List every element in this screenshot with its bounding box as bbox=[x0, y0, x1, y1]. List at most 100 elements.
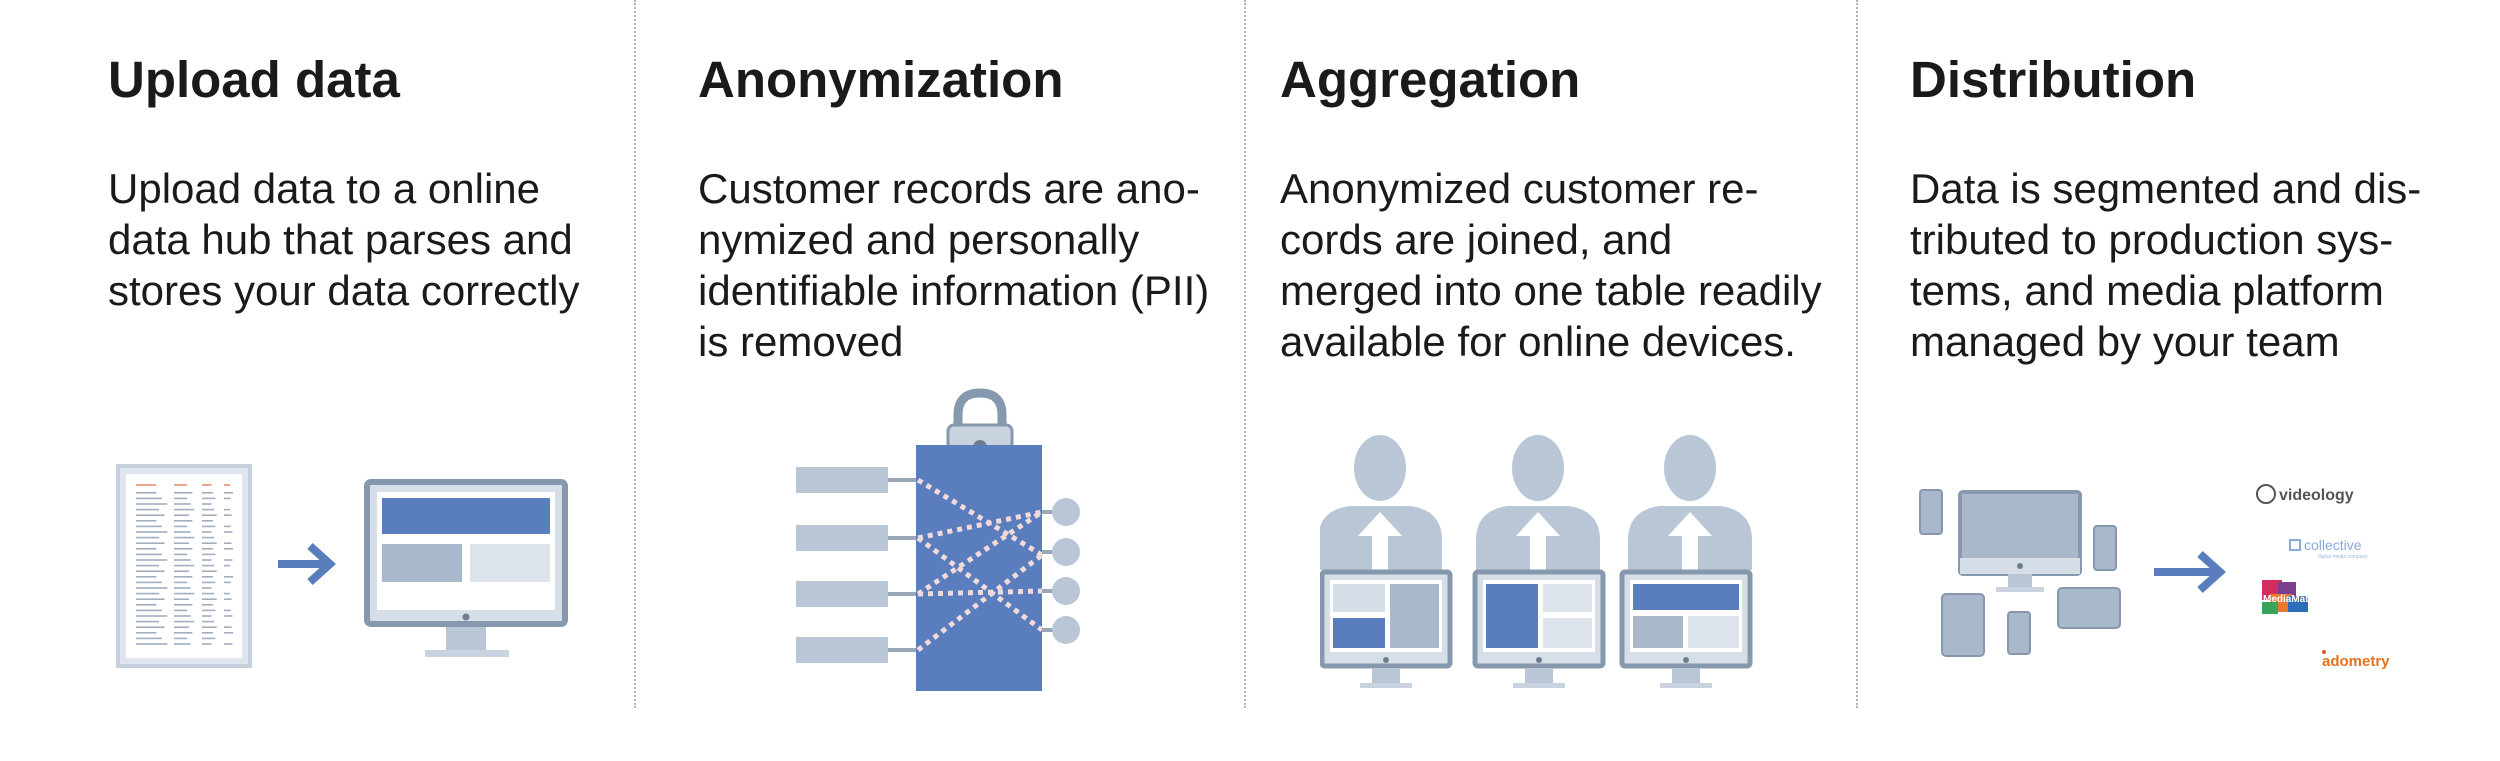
document-text-line bbox=[224, 559, 233, 561]
document-text-line bbox=[202, 497, 216, 500]
document-text-line bbox=[136, 520, 157, 522]
document-text-line bbox=[136, 609, 162, 612]
document-text-line bbox=[224, 643, 233, 645]
document-text-line bbox=[174, 598, 189, 600]
document-text-line bbox=[174, 508, 195, 511]
document-text-line bbox=[202, 587, 212, 589]
description-line: stores your data correctly bbox=[108, 267, 580, 314]
document-text-line bbox=[202, 553, 216, 556]
description-line: tributed to production sys- bbox=[1910, 216, 2394, 263]
desktop-monitor-icon bbox=[1958, 490, 2082, 592]
document-text-line bbox=[136, 559, 168, 561]
videology-logo: videology bbox=[2256, 484, 2354, 504]
document-text-line bbox=[174, 492, 193, 494]
description-line: available for online devices. bbox=[1280, 318, 1796, 365]
document-text-line bbox=[136, 620, 160, 623]
document-text-line bbox=[136, 637, 162, 640]
document-text-line bbox=[136, 581, 162, 584]
record-bar-icon bbox=[796, 467, 916, 663]
document-text-line bbox=[174, 548, 193, 550]
document-text-line bbox=[174, 615, 191, 617]
document-text-line bbox=[202, 620, 215, 623]
document-text-line bbox=[202, 564, 215, 567]
document-text-line bbox=[202, 536, 215, 539]
description-line: Anonymized customer re- bbox=[1280, 165, 1759, 212]
document-text-line bbox=[174, 553, 188, 556]
document-text-line bbox=[224, 531, 233, 533]
document-text-line bbox=[224, 632, 234, 634]
column-divider-3 bbox=[1856, 0, 1858, 708]
document-header-line bbox=[202, 484, 212, 486]
document-text-line bbox=[202, 525, 216, 528]
document-text-line bbox=[136, 497, 162, 500]
person-silhouette-icon bbox=[1628, 435, 1752, 570]
mediamath-logo-text: MediaMath bbox=[2263, 594, 2315, 605]
aggregation-description: Anonymized customer re- cords are joined… bbox=[1280, 163, 1822, 367]
upload-illustration bbox=[116, 464, 568, 668]
document-header-line bbox=[174, 484, 188, 486]
document-text-line bbox=[224, 525, 231, 528]
document-text-line bbox=[202, 626, 217, 628]
node-circle-icon bbox=[1042, 498, 1080, 644]
anonymization-title: Anonymization bbox=[698, 51, 1064, 108]
document-text-line bbox=[136, 592, 160, 595]
aggregation-illustration bbox=[1320, 435, 1753, 688]
document-text-line bbox=[202, 637, 216, 640]
document-text-line bbox=[174, 626, 189, 628]
document-icon bbox=[116, 464, 252, 668]
description-line: nymized and personally bbox=[698, 216, 1140, 263]
scramble-connections bbox=[916, 477, 1044, 652]
mediamath-logo: MediaMath bbox=[2262, 580, 2315, 614]
document-text-line bbox=[224, 548, 234, 550]
document-text-line bbox=[224, 576, 234, 578]
person-silhouette-icon bbox=[1476, 435, 1600, 570]
document-text-line bbox=[174, 564, 195, 567]
document-text-line bbox=[174, 520, 193, 522]
desktop-monitor-icon bbox=[1619, 569, 1753, 688]
document-text-line bbox=[202, 559, 212, 561]
document-text-line bbox=[174, 531, 191, 533]
document-text-line bbox=[202, 570, 217, 572]
document-text-line bbox=[224, 592, 230, 595]
anonymization-illustration bbox=[796, 388, 1080, 691]
desktop-monitor-icon bbox=[364, 479, 568, 657]
collective-logo-subtext: digital media company bbox=[2318, 554, 2368, 560]
document-text-line bbox=[202, 632, 213, 634]
document-text-line bbox=[136, 564, 160, 567]
upload-data-description: Upload data to a online data hub that pa… bbox=[108, 163, 580, 316]
arrow-right-icon bbox=[2154, 551, 2226, 593]
document-text-line bbox=[136, 598, 165, 600]
document-text-line bbox=[174, 604, 193, 606]
distribution-illustration: videology collective digital media compa… bbox=[1919, 484, 2390, 670]
upload-data-title: Upload data bbox=[108, 51, 400, 108]
document-text-line bbox=[224, 564, 230, 567]
document-text-line bbox=[202, 576, 213, 578]
document-text-line bbox=[224, 514, 232, 516]
document-text-line bbox=[202, 520, 213, 522]
description-line: data hub that parses and bbox=[108, 216, 573, 263]
tablet-icon bbox=[2057, 587, 2121, 629]
document-text-line bbox=[136, 587, 168, 589]
description-line: Customer records are ano- bbox=[698, 165, 1200, 212]
document-header-line bbox=[136, 484, 157, 486]
document-text-line bbox=[202, 598, 217, 600]
description-line: Data is segmented and dis- bbox=[1910, 165, 2422, 212]
document-text-line bbox=[202, 492, 213, 494]
document-text-line bbox=[174, 587, 191, 589]
description-line: managed by your team bbox=[1910, 318, 2340, 365]
document-text-line bbox=[136, 503, 168, 505]
document-text-line bbox=[136, 570, 165, 572]
document-text-line bbox=[224, 581, 231, 584]
document-text-line bbox=[136, 525, 162, 528]
tablet-icon bbox=[1941, 593, 1985, 657]
document-text-line bbox=[174, 525, 188, 528]
description-line: tems, and media platform bbox=[1910, 267, 2384, 314]
document-text-line bbox=[202, 503, 212, 505]
arrow-right-icon bbox=[278, 543, 336, 585]
document-text-line bbox=[224, 626, 232, 628]
document-text-line bbox=[174, 576, 193, 578]
document-text-line bbox=[174, 609, 188, 612]
document-text-line bbox=[174, 536, 195, 539]
document-text-line bbox=[202, 542, 217, 544]
